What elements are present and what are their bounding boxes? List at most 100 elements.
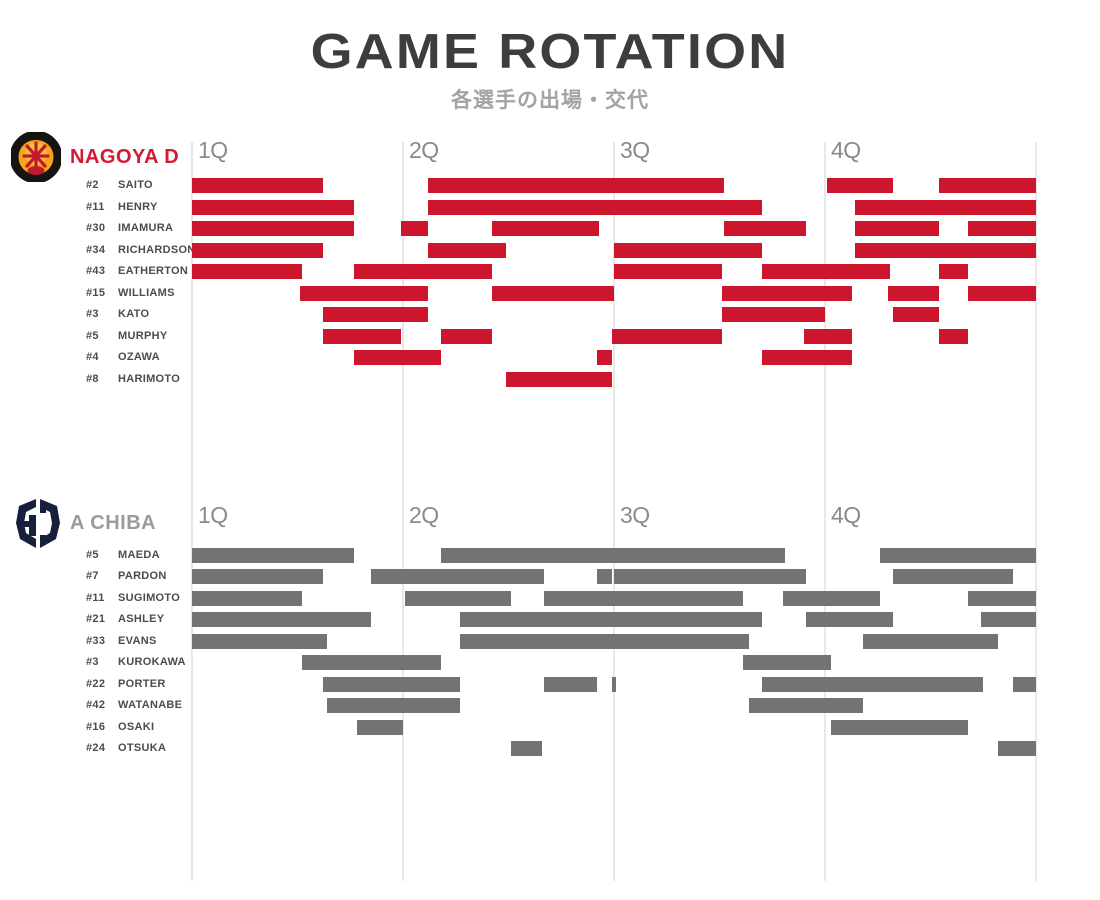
player-name: MURPHY (118, 329, 168, 342)
player-name: ASHLEY (118, 613, 165, 625)
stint-bar (968, 590, 1036, 606)
player-number: #5 (86, 548, 99, 561)
player-name: KATO (118, 308, 150, 320)
stint-bar (192, 633, 328, 649)
page-title: GAME ROTATION (310, 25, 790, 79)
stint-bar (192, 590, 302, 606)
player-number: #8 (86, 372, 99, 385)
stint-bar (506, 371, 612, 387)
player-number: #2 (86, 179, 99, 191)
stint-bar (806, 612, 893, 627)
stint-bar (510, 741, 543, 756)
stint-bar (544, 590, 743, 606)
nagoya-logo-icon (9, 130, 63, 184)
quarter-gridline (191, 142, 193, 881)
stint-bar (371, 569, 545, 584)
player-name: OZAWA (118, 351, 160, 363)
stint-bar (782, 590, 880, 606)
player-number: #16 (86, 720, 106, 733)
stint-bar (440, 328, 492, 344)
player-name: SAITO (118, 179, 153, 191)
stint-bar (322, 676, 460, 692)
stint-bar (440, 547, 785, 563)
player-name: WILLIAMS (118, 286, 175, 299)
stint-bar (192, 547, 355, 563)
stint-bar (879, 547, 1036, 563)
stint-bar (544, 676, 598, 692)
quarter-label: 4Q (831, 502, 861, 528)
stint-bar (192, 242, 323, 258)
player-number: #42 (86, 699, 106, 711)
stint-bar (322, 328, 401, 344)
stint-bar (721, 285, 853, 301)
player-name: KUROKAWA (118, 656, 186, 668)
stint-bar (405, 590, 511, 606)
player-name: HARIMOTO (118, 372, 181, 385)
player-name: EATHERTON (118, 265, 189, 277)
stint-bar (862, 633, 998, 649)
quarter-label: 3Q (620, 502, 650, 528)
stint-bar (459, 612, 762, 627)
stint-bar (192, 221, 355, 236)
quarter-label: 2Q (409, 137, 439, 163)
player-number: #4 (86, 351, 99, 363)
stint-bar (322, 307, 429, 322)
player-number: #22 (86, 677, 106, 690)
stint-bar (723, 221, 806, 236)
stint-bar (938, 328, 969, 344)
stint-bar (192, 199, 355, 215)
stint-bar (761, 350, 853, 365)
player-name: SUGIMOTO (118, 591, 181, 604)
player-number: #15 (86, 286, 106, 299)
player-name: HENRY (118, 200, 158, 213)
stint-bar (428, 178, 724, 193)
quarter-label: 4Q (831, 137, 861, 163)
quarter-gridline (824, 142, 826, 881)
stint-bar (611, 328, 722, 344)
stint-bar (1012, 676, 1036, 692)
quarter-gridline (402, 142, 404, 881)
player-number: #11 (86, 200, 105, 213)
player-name: MAEDA (118, 548, 160, 561)
player-name: PARDON (118, 570, 167, 582)
stint-bar (327, 698, 460, 713)
stint-bar (831, 719, 969, 735)
player-name: RICHARDSON (118, 243, 196, 256)
stint-bar (803, 328, 853, 344)
stint-bar (968, 285, 1036, 301)
quarter-label: 1Q (198, 502, 228, 528)
player-number: #34 (86, 243, 106, 256)
stint-bar (892, 569, 1013, 584)
stint-bar (301, 655, 441, 670)
chiba-logo (14, 497, 62, 556)
player-number: #43 (86, 265, 106, 277)
stint-bar (892, 307, 939, 322)
stint-bar (981, 612, 1036, 627)
player-number: #7 (86, 570, 99, 582)
stint-bar (854, 221, 939, 236)
stint-bar (400, 221, 429, 236)
stint-bar (854, 199, 1036, 215)
stint-bar (192, 569, 323, 584)
quarter-label: 2Q (409, 502, 439, 528)
player-number: #24 (86, 742, 106, 754)
quarter-label: 3Q (620, 137, 650, 163)
stint-bar (761, 264, 891, 279)
stint-bar (614, 242, 762, 258)
stint-bar (354, 264, 492, 279)
stint-bar (491, 221, 600, 236)
stint-bar (192, 264, 302, 279)
stint-bar (614, 569, 806, 584)
stint-bar (192, 612, 372, 627)
team-chiba-name: A CHIBA (70, 512, 157, 534)
stint-bar (428, 242, 507, 258)
player-number: #11 (86, 591, 105, 604)
stint-bar (459, 633, 750, 649)
stint-bar (611, 676, 617, 692)
player-number: #33 (86, 634, 106, 647)
team-nagoya-name: NAGOYA D (70, 146, 180, 168)
player-name: OTSUKA (118, 742, 167, 754)
stint-bar (742, 655, 832, 670)
stint-bar (854, 242, 1036, 258)
player-name: WATANABE (118, 699, 183, 711)
